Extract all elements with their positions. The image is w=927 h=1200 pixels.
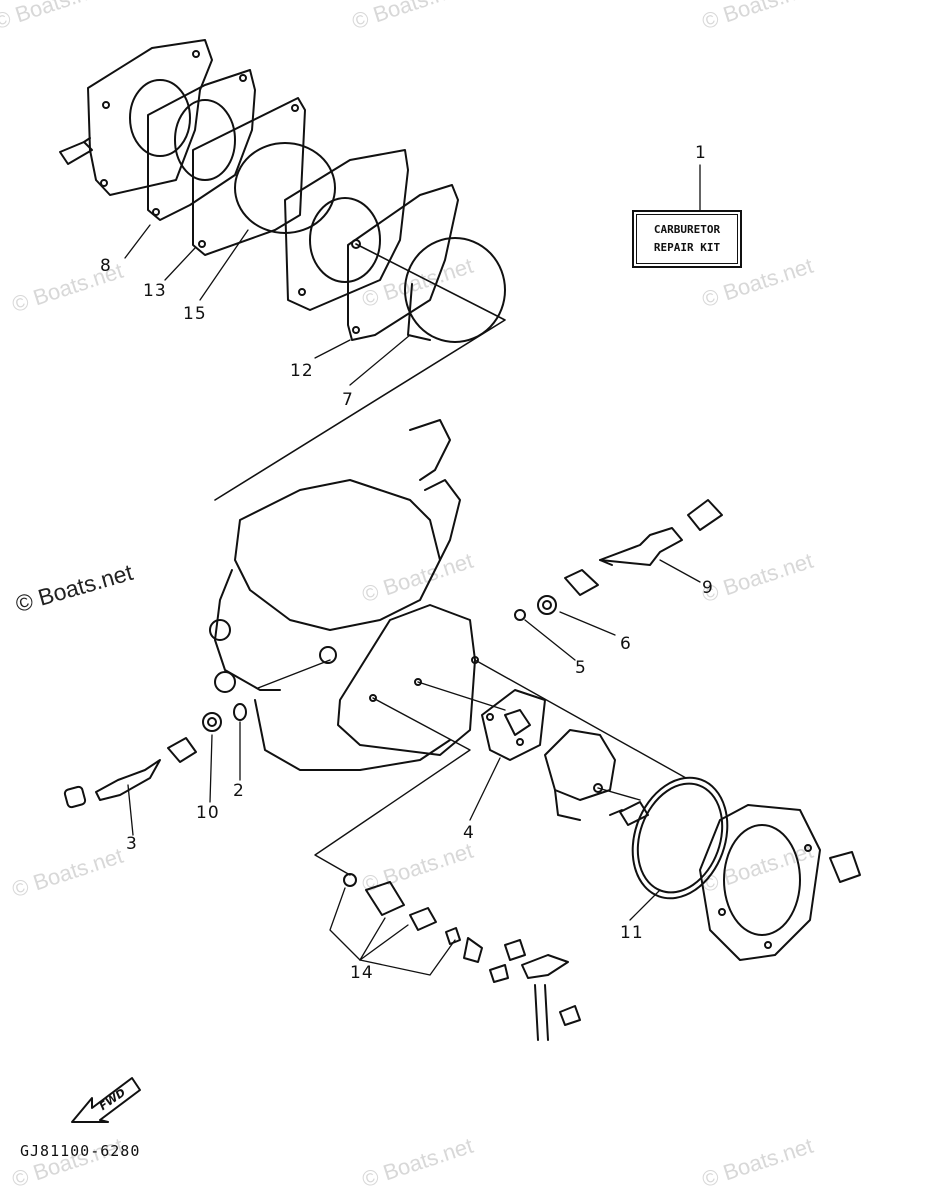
gasket-4 — [481, 689, 546, 761]
callout-10: 10 — [196, 803, 220, 823]
pump-body — [284, 149, 409, 311]
callout-13: 13 — [143, 281, 167, 301]
oring-5 — [514, 609, 526, 621]
callout-2: 2 — [233, 781, 245, 801]
callout-11: 11 — [620, 923, 644, 943]
callout-15: 15 — [183, 304, 207, 324]
callout-12: 12 — [290, 361, 314, 381]
oring-2 — [233, 703, 247, 721]
diaphragm-plate-15 — [192, 97, 336, 256]
pump-plate — [337, 604, 479, 756]
washer-10 — [202, 712, 222, 732]
cover-right — [699, 804, 861, 961]
gasket-12 — [347, 184, 459, 341]
diagram-code: GJ81100-6280 — [20, 1142, 141, 1160]
callout-8: 8 — [100, 256, 112, 276]
callout-14: 14 — [350, 963, 374, 983]
carburetor-body — [209, 419, 461, 771]
gasket-13 — [147, 69, 256, 221]
callout-5: 5 — [575, 658, 587, 678]
cover-plate — [59, 39, 213, 196]
spring-3 — [167, 737, 197, 763]
washer-6 — [537, 595, 557, 615]
carburetor-repair-kit-label: CARBURETOR REPAIR KIT — [632, 210, 742, 268]
callout-9: 9 — [702, 578, 714, 598]
kit-label-line1: CARBURETOR — [653, 223, 721, 236]
diaphragm-7 — [404, 237, 506, 343]
callout-7: 7 — [342, 390, 354, 410]
callout-3: 3 — [126, 834, 138, 854]
needle-3 — [63, 759, 161, 809]
kit-label-line2: REPAIR KIT — [653, 241, 721, 254]
callout-4: 4 — [463, 823, 475, 843]
fittings-14 — [343, 873, 581, 1041]
spring-9 — [564, 569, 599, 596]
callout-1: 1 — [695, 143, 707, 163]
callout-6: 6 — [620, 634, 632, 654]
fwd-arrow-icon — [71, 1077, 141, 1123]
end-cap — [544, 729, 616, 821]
needle-9 — [599, 499, 723, 566]
diaphragm-11 — [631, 776, 729, 900]
